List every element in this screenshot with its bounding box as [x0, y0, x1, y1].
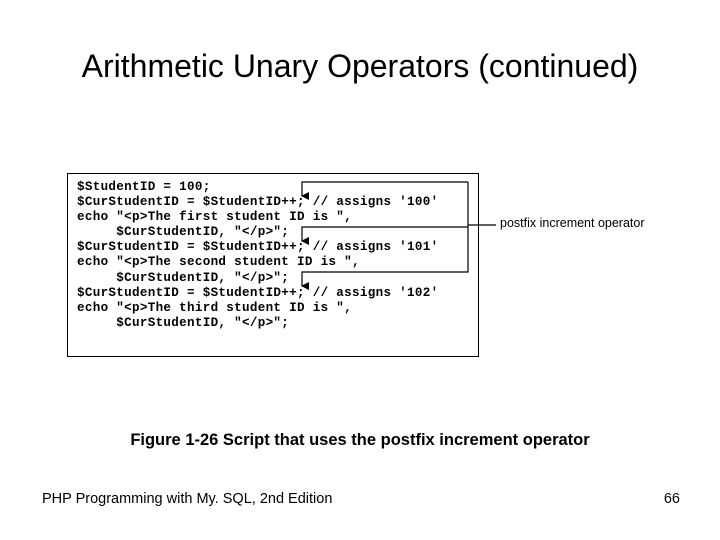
code-line: echo "<p>The second student ID is ", [77, 255, 360, 270]
code-line: $CurStudentID = $StudentID++; // assigns… [77, 195, 439, 210]
callout-label: postfix increment operator [500, 216, 645, 230]
code-line: $CurStudentID, "</p>"; [77, 225, 290, 240]
callout-bracket-1 [301, 181, 468, 200]
code-line: echo "<p>The first student ID is ", [77, 210, 353, 225]
page-number: 66 [663, 491, 680, 507]
code-line: $StudentID = 100; [77, 180, 211, 194]
slide-title: Arithmetic Unary Operators (continued) [81, 48, 639, 84]
code-line: $CurStudentID, "</p>"; [77, 270, 290, 285]
callout-bracket-2 [301, 182, 469, 290]
code-line: echo "<p>The third student ID is ", [77, 300, 353, 315]
code-figure: $StudentID = 100;$CurStudentID = $Studen… [67, 173, 479, 357]
callout-bracket-3 [301, 226, 468, 245]
code-block: $StudentID = 100;$CurStudentID = $Studen… [77, 180, 438, 331]
footer-source: PHP Programming with My. SQL, 2nd Editio… [42, 491, 333, 507]
figure-caption: Figure 1-26 Script that uses the postfix… [130, 431, 590, 449]
code-line: $CurStudentID, "</p>"; [77, 315, 290, 330]
code-line: $CurStudentID = $StudentID++; // assigns… [77, 240, 439, 255]
code-line: $CurStudentID = $StudentID++; // assigns… [77, 285, 439, 300]
